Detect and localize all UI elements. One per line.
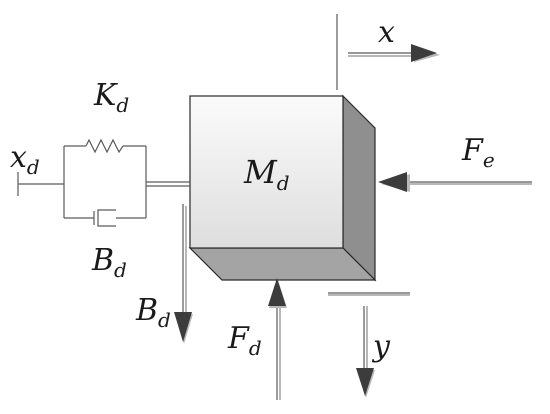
anchor (17, 172, 64, 196)
label-external-force: Fe (461, 133, 495, 172)
spring (64, 138, 146, 154)
damping-force-arrow (174, 204, 193, 344)
label-desired-position: xd (10, 140, 40, 179)
mass-block-bottom (188, 247, 377, 281)
label-damping-element: Bd (91, 243, 127, 282)
mass-block (188, 94, 377, 282)
label-damping-force: Bd (135, 293, 171, 332)
x-axis-reference (336, 14, 440, 90)
mass-block-front (189, 95, 344, 249)
label-driving-force: Fd (227, 321, 262, 360)
spring-damper-assembly (63, 138, 190, 227)
label-mass: Md (243, 153, 290, 195)
label-x-axis: x (378, 15, 395, 50)
driving-force-arrow (268, 278, 287, 400)
y-axis-reference (328, 292, 410, 398)
label-y-axis: y (371, 329, 391, 364)
damper (64, 209, 146, 227)
external-force-arrow (378, 172, 532, 192)
label-stiffness: Kd (93, 78, 129, 117)
